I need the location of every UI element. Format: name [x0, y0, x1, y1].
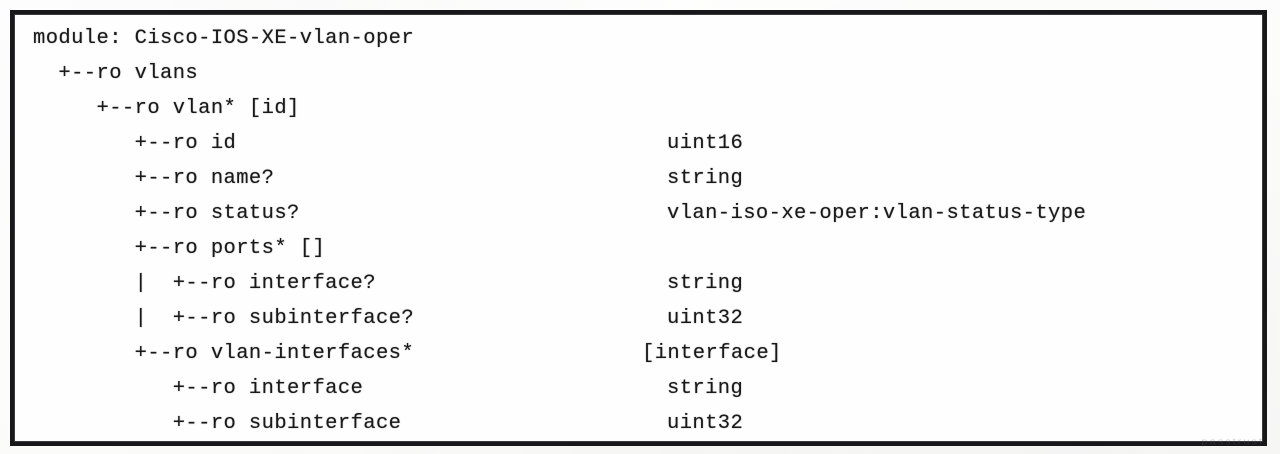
tree-node-path: +--ro vlan-interfaces* [33, 342, 415, 365]
tree-line: module: Cisco-IOS-XE-vlan-oper [33, 21, 1263, 56]
tree-node-type: string [667, 167, 744, 190]
tree-node-path: +--ro ports* [] [33, 237, 326, 260]
tree-line: +--ro id uint16 [33, 126, 1263, 161]
tree-line: +--ro ports* [] [33, 231, 1263, 266]
tree-line: +--ro vlans [33, 56, 1263, 91]
tree-node-type: uint32 [667, 412, 744, 435]
tree-node-type: vlan-iso-xe-oper:vlan-status-type [667, 202, 1087, 225]
tree-node-path: | +--ro subinterface? [33, 307, 415, 330]
tree-line: +--ro vlan* [id] [33, 91, 1263, 126]
tree-node-type: uint16 [667, 132, 744, 155]
tree-node-path: +--ro vlans [33, 62, 199, 85]
tree-node-path: +--ro name? [33, 167, 275, 190]
tree-node-type: [interface] [642, 342, 782, 365]
tree-line: +--ro name? string [33, 161, 1263, 196]
tree-line: +--ro interface string [33, 371, 1263, 406]
tree-node-path: module: Cisco-IOS-XE-vlan-oper [33, 27, 415, 50]
tree-node-path: +--ro id [33, 132, 237, 155]
tree-node-type: uint32 [667, 307, 744, 330]
tree-node-path: +--ro status? [33, 202, 300, 225]
tree-node-path: | +--ro interface? [33, 272, 376, 295]
tree-node-type: string [667, 272, 744, 295]
tree-line: +--ro vlan-interfaces* [interface] [33, 336, 1263, 371]
tree-node-path: +--ro interface [33, 377, 364, 400]
tree-line: | +--ro subinterface? uint32 [33, 301, 1263, 336]
tree-node-path: +--ro vlan* [id] [33, 97, 300, 120]
tree-node-type: string [667, 377, 744, 400]
tree-line: +--ro status? vlan-iso-xe-oper:vlan-statu… [33, 196, 1263, 231]
tree-line: +--ro subinterface uint32 [33, 406, 1263, 441]
tree-node-path: +--ro subinterface [33, 412, 402, 435]
yang-tree-frame: module: Cisco-IOS-XE-vlan-oper +--ro vla… [10, 10, 1267, 446]
yang-tree-listing: module: Cisco-IOS-XE-vlan-oper +--ro vla… [33, 21, 1263, 441]
tree-line: | +--ro interface? string [33, 266, 1263, 301]
